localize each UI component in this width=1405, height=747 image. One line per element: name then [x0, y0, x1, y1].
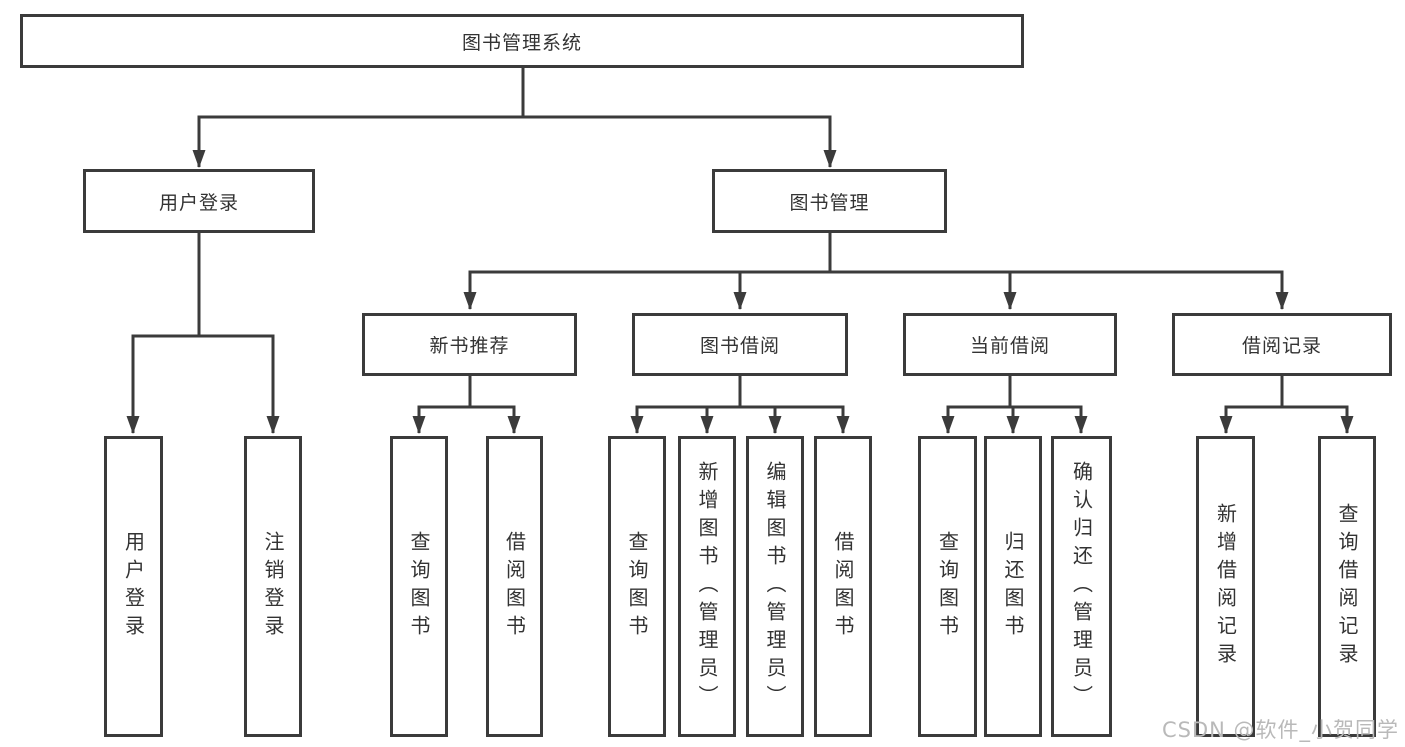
- leaf-bb-add-books-admin: 新增图书（管理员）: [678, 436, 736, 737]
- node-current-borrowing: 当前借阅: [903, 313, 1117, 376]
- edge-new-book-rec-rail: [419, 376, 514, 409]
- leaf-nb-borrow-books: 借阅图书: [486, 436, 543, 737]
- leaf-bb-borrow-books: 借阅图书: [814, 436, 872, 737]
- node-book-management: 图书管理: [712, 169, 947, 233]
- node-new-book-recommend: 新书推荐: [362, 313, 577, 376]
- leaf-br-add-record: 新增借阅记录: [1196, 436, 1255, 737]
- leaf-bb-query-books-label: 查询图书: [625, 530, 649, 643]
- leaf-cb-return-books: 归还图书: [984, 436, 1042, 737]
- node-book-borrowing-label: 图书借阅: [699, 335, 780, 357]
- leaf-bb-query-books: 查询图书: [608, 436, 666, 737]
- edge-current-borrow-rail: [948, 376, 1081, 409]
- leaf-bb-add-books-admin-label: 新增图书（管理员）: [695, 460, 719, 713]
- node-borrow-records-label: 借阅记录: [1241, 335, 1322, 357]
- leaf-nb-query-books-label: 查询图书: [407, 530, 431, 643]
- edge-user-login-rail: [133, 233, 273, 338]
- leaf-br-query-record-label: 查询借阅记录: [1335, 502, 1359, 671]
- leaf-cb-confirm-return-admin-label: 确认归还（管理员）: [1069, 460, 1094, 713]
- leaf-bb-borrow-books-label: 借阅图书: [831, 530, 855, 643]
- leaf-cb-confirm-return-admin: 确认归还（管理员）: [1051, 436, 1112, 737]
- node-current-borrowing-label: 当前借阅: [969, 335, 1050, 357]
- leaf-cb-query-books: 查询图书: [918, 436, 977, 737]
- leaf-cb-query-books-label: 查询图书: [935, 530, 960, 643]
- edge-root-rail: [199, 68, 830, 119]
- node-root-system: 图书管理系统: [20, 14, 1024, 68]
- leaf-bb-edit-books-admin: 编辑图书（管理员）: [746, 436, 804, 737]
- leaf-cb-return-books-label: 归还图书: [1001, 530, 1025, 643]
- node-user-login-label: 用户登录: [158, 191, 239, 214]
- node-root-system-label: 图书管理系统: [461, 31, 582, 54]
- leaf-bb-edit-books-admin-label: 编辑图书（管理员）: [763, 460, 787, 713]
- leaf-logout: 注销登录: [244, 436, 302, 737]
- leaf-user-login: 用户登录: [104, 436, 163, 737]
- leaf-user-login-label: 用户登录: [121, 530, 146, 643]
- edge-book-borrow-rail: [637, 376, 843, 409]
- leaf-br-query-record: 查询借阅记录: [1318, 436, 1376, 737]
- csdn-watermark: CSDN @软件_小贺同学: [1162, 718, 1400, 742]
- node-user-login: 用户登录: [83, 169, 315, 233]
- leaf-logout-label: 注销登录: [261, 530, 285, 643]
- node-borrow-records: 借阅记录: [1172, 313, 1392, 376]
- edge-borrow-records-rail: [1226, 376, 1347, 409]
- leaf-nb-borrow-books-label: 借阅图书: [502, 530, 527, 643]
- edge-book-mgmt-rail: [470, 233, 1282, 274]
- leaf-br-add-record-label: 新增借阅记录: [1213, 502, 1238, 671]
- node-book-management-label: 图书管理: [789, 191, 870, 214]
- node-book-borrowing: 图书借阅: [632, 313, 848, 376]
- leaf-nb-query-books: 查询图书: [390, 436, 448, 737]
- node-new-book-recommend-label: 新书推荐: [429, 335, 510, 357]
